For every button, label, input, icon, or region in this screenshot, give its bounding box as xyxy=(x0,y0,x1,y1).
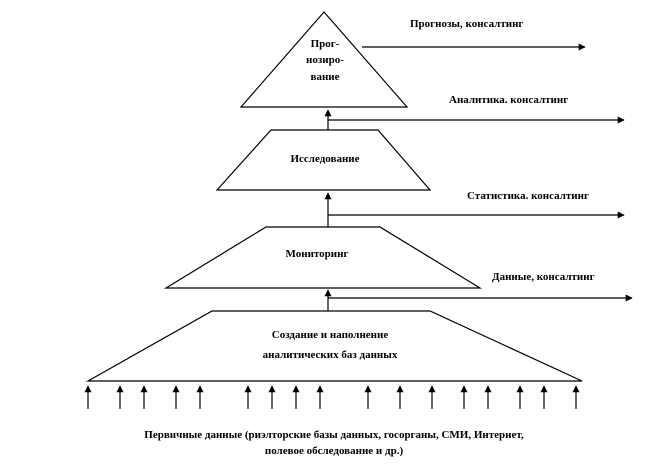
monitoring-label: Мониторинг xyxy=(286,248,349,260)
output-label-statistics: Статистика. консалтинг xyxy=(467,190,589,202)
primary-data-caption-line2: полевое обследование и др.) xyxy=(265,445,404,457)
primary-data-caption-line1: Первичные данные (риэлторские базы данны… xyxy=(144,429,524,441)
input-arrows xyxy=(84,385,580,409)
research-trapezoid xyxy=(215,129,432,191)
database-trapezoid xyxy=(85,310,583,382)
forecasting-label-line1: Прог- xyxy=(311,38,340,50)
output-label-data: Данные, консалтинг xyxy=(492,271,595,283)
output-label-forecasts: Прогнозы, консалтинг xyxy=(410,18,523,30)
output-label-analytics: Аналитика. консалтинг xyxy=(449,94,568,106)
forecasting-triangle xyxy=(239,11,409,108)
database-label-line1: Создание и наполнение xyxy=(272,329,389,341)
database-label-line2: аналитических баз данных xyxy=(263,349,398,361)
monitoring-trapezoid xyxy=(163,226,483,289)
forecasting-label-line2: нозиро- xyxy=(306,54,344,66)
research-label: Исследование xyxy=(290,153,359,165)
forecasting-label-line3: вание xyxy=(311,71,340,83)
